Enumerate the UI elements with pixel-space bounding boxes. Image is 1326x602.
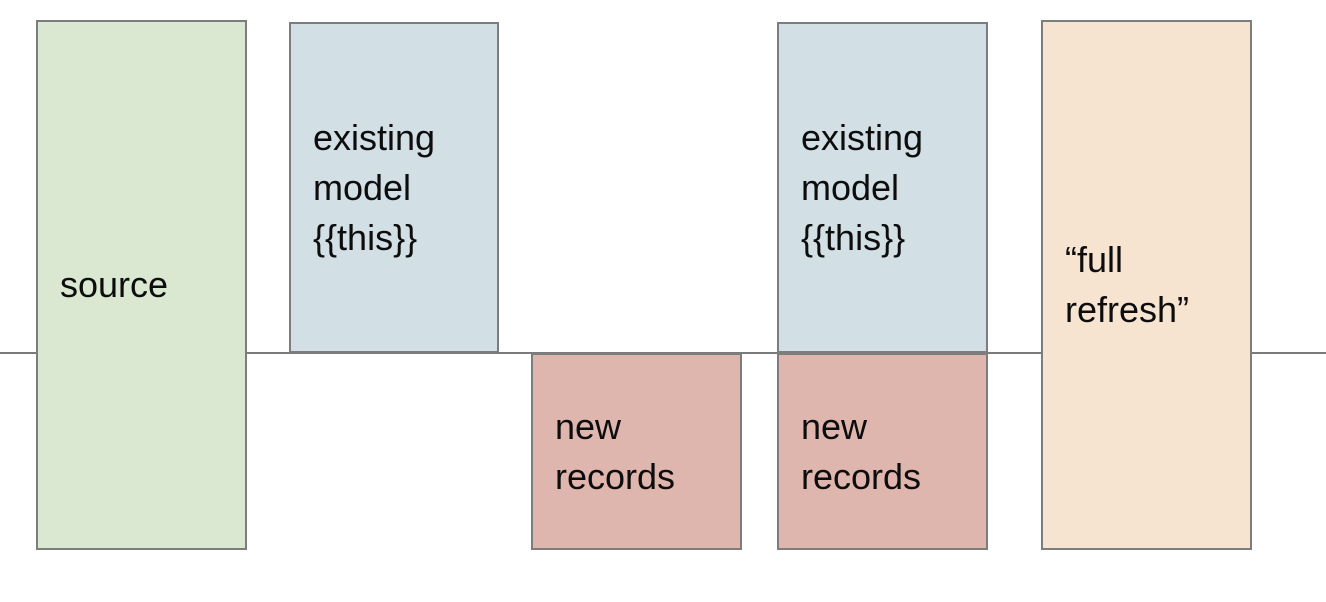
box-source-label: source [60,264,169,305]
box-existing-model-1[interactable]: existing model {{this}} [289,22,499,353]
box-existing-model-1-label: existing model {{this}} [313,116,436,258]
box-full-refresh-label: “full refresh” [1065,239,1190,330]
box-new-records-1[interactable]: new records [531,353,742,550]
box-new-records-2-label: new records [801,405,922,497]
box-new-records-1-label: new records [555,405,676,497]
box-existing-model-2-label: existing model {{this}} [801,116,924,258]
box-source[interactable]: source [36,20,247,550]
box-full-refresh[interactable]: “full refresh” [1041,20,1252,550]
box-existing-model-2[interactable]: existing model {{this}} [777,22,988,353]
box-new-records-2[interactable]: new records [777,353,988,550]
